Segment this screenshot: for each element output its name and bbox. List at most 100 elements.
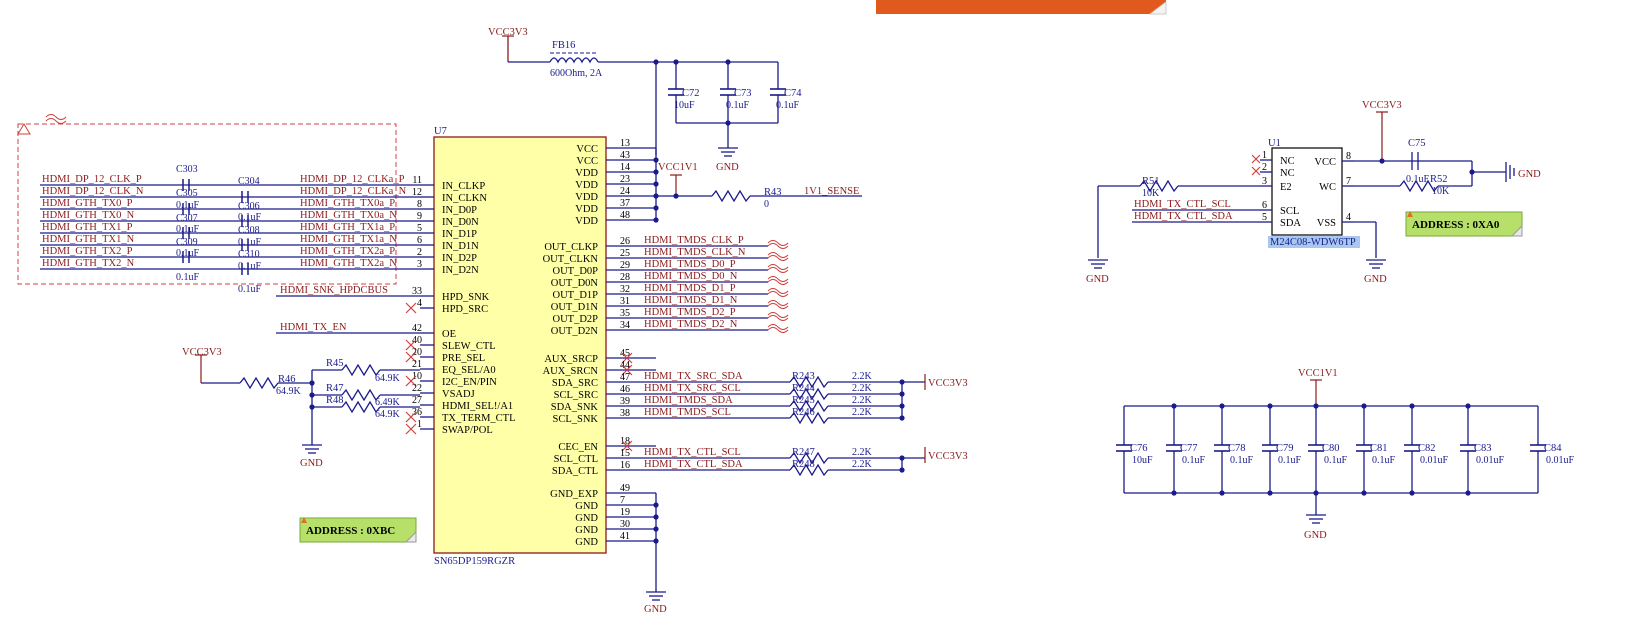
u7-pin-name: I2C_EN/PIN <box>442 377 497 388</box>
diff-pair-icon <box>767 276 789 285</box>
u7-net-label: HDMI_DP_12_CLKa_N <box>300 186 407 197</box>
svg-text:GND: GND <box>1364 274 1387 285</box>
svg-text:VCC1V1: VCC1V1 <box>1298 368 1338 379</box>
input-net-label: HDMI_GTH_TX2_P <box>42 246 133 257</box>
input-net-label: HDMI_DP_12_CLK_P <box>42 174 142 185</box>
cap-c309-value: 0.1uF <box>176 248 200 259</box>
u7-pin-name: SWAP/POL <box>442 425 493 436</box>
u1-pin-number: 7 <box>1346 176 1351 187</box>
cap-ref: C79 <box>1276 443 1294 454</box>
cap-c307-ref: C307 <box>176 213 198 224</box>
u1-pin-e2-3: 3E2 <box>1260 176 1292 193</box>
input-net-hdmi-gth-tx1-p: HDMI_GTH_TX1_P <box>40 222 296 239</box>
u7-net-label: HDMI_SNK_HPDCBUS <box>280 285 388 296</box>
u7-pin-number: 30 <box>620 519 630 530</box>
u7-net-label: HDMI_GTH_TX1a_P <box>300 222 395 233</box>
input-net-label: HDMI_GTH_TX0_N <box>42 210 135 221</box>
u1-pin-number: 3 <box>1262 176 1267 187</box>
u7-pin-name: AUX_SRCN <box>543 366 599 377</box>
resistor-ref: R244 <box>792 383 816 394</box>
u7-pin-number: 15 <box>620 448 630 459</box>
r45-value: 64.9K <box>375 373 401 384</box>
u7-pin-number: 33 <box>412 286 422 297</box>
u7-pin-number: 31 <box>620 296 630 307</box>
u7-pin-name: IN_CLKP <box>442 181 485 192</box>
u7-pin-number: 23 <box>620 174 630 185</box>
u1-pin-name: SDA <box>1280 218 1301 229</box>
u1-pin-wc-7: 7WC <box>1319 176 1354 193</box>
u7-pin-number: 49 <box>620 483 630 494</box>
cap-ref: C82 <box>1418 443 1436 454</box>
u7-pin-name: VDD <box>575 168 598 179</box>
svg-text:VCC3V3: VCC3V3 <box>928 451 968 462</box>
u7-pin-name: IN_CLKN <box>442 193 487 204</box>
diff-pair-icon <box>767 324 789 333</box>
r45-ref: R45 <box>326 358 344 369</box>
r46-value: 64.9K <box>276 386 302 397</box>
u7-body <box>433 136 607 554</box>
u7-pin-name: EQ_SEL/A0 <box>442 365 496 376</box>
svg-text:GND: GND <box>300 458 323 469</box>
resistor-r46 <box>239 376 279 390</box>
tmds-connector-icons <box>767 240 789 333</box>
u1-pin-name: E2 <box>1280 182 1292 193</box>
u7-pin-number: 44 <box>620 360 630 371</box>
u7-pin-number: 26 <box>620 236 630 247</box>
no-connect-mark <box>621 440 633 452</box>
cap-value: 0.1uF <box>776 100 800 111</box>
u7-pin-name: OUT_D1P <box>552 290 598 301</box>
u7-pin-name: GND_EXP <box>550 489 598 500</box>
u7-pin-name: SDA_CTL <box>552 466 598 477</box>
u7-pin-number: 36 <box>412 407 422 418</box>
address-label-u7: ADDRESS : 0XBC <box>299 517 417 543</box>
u7-pin-name: IN_D0P <box>442 205 477 216</box>
u7-net-label: HDMI_GTH_TX2a_N <box>300 258 397 269</box>
u1-ref: U1 <box>1268 138 1281 149</box>
u7-pin-number: 22 <box>412 383 422 394</box>
u1-pin-number: 2 <box>1262 162 1267 173</box>
u7-net-label: HDMI_TMDS_D0_N <box>644 271 738 282</box>
c75-ref: C75 <box>1408 138 1426 149</box>
u7-pin-number: 27 <box>412 395 422 406</box>
cap-c304-ref: C304 <box>238 176 260 187</box>
svg-text:ADDRESS : 0XA0: ADDRESS : 0XA0 <box>1412 219 1500 231</box>
u7-pin-name: VSADJ <box>442 389 475 400</box>
resistor-r47 <box>341 388 381 402</box>
u7-pin-number: 35 <box>620 308 630 319</box>
r48-value: 64.9K <box>375 409 401 420</box>
input-group-region <box>17 123 397 285</box>
diff-pair-icon <box>45 114 67 124</box>
u7-net-label: HDMI_TX_EN <box>280 322 347 333</box>
svg-text:VCC3V3: VCC3V3 <box>488 27 528 38</box>
resistor-r52 <box>1399 179 1439 193</box>
u7-pin-name: OUT_D2N <box>551 326 599 337</box>
u7-pin-name: HDMI_SEL!/A1 <box>442 401 513 412</box>
no-connect-mark <box>405 423 417 435</box>
input-net-hdmi-dp-12-clk-p: HDMI_DP_12_CLK_P <box>40 174 296 191</box>
u7-pin-number: 39 <box>620 396 630 407</box>
c75-value: 0.1uF <box>1406 174 1430 185</box>
u7-net-label: HDMI_TMDS_D2_N <box>644 319 738 330</box>
u1-pin-nc-1: 1NC <box>1251 150 1295 167</box>
u7-pin-name: GND <box>575 537 598 548</box>
resistor-r43 <box>711 189 751 203</box>
fb16-ref: FB16 <box>552 40 575 51</box>
cap-c307-value: 0.1uF <box>176 224 200 235</box>
gnd-symbol-u1-right: GND <box>1505 162 1541 182</box>
cap-c308-value: 0.1uF <box>238 237 262 248</box>
svg-text:GND: GND <box>1518 169 1541 180</box>
u7-pin-number: 1 <box>417 419 422 430</box>
